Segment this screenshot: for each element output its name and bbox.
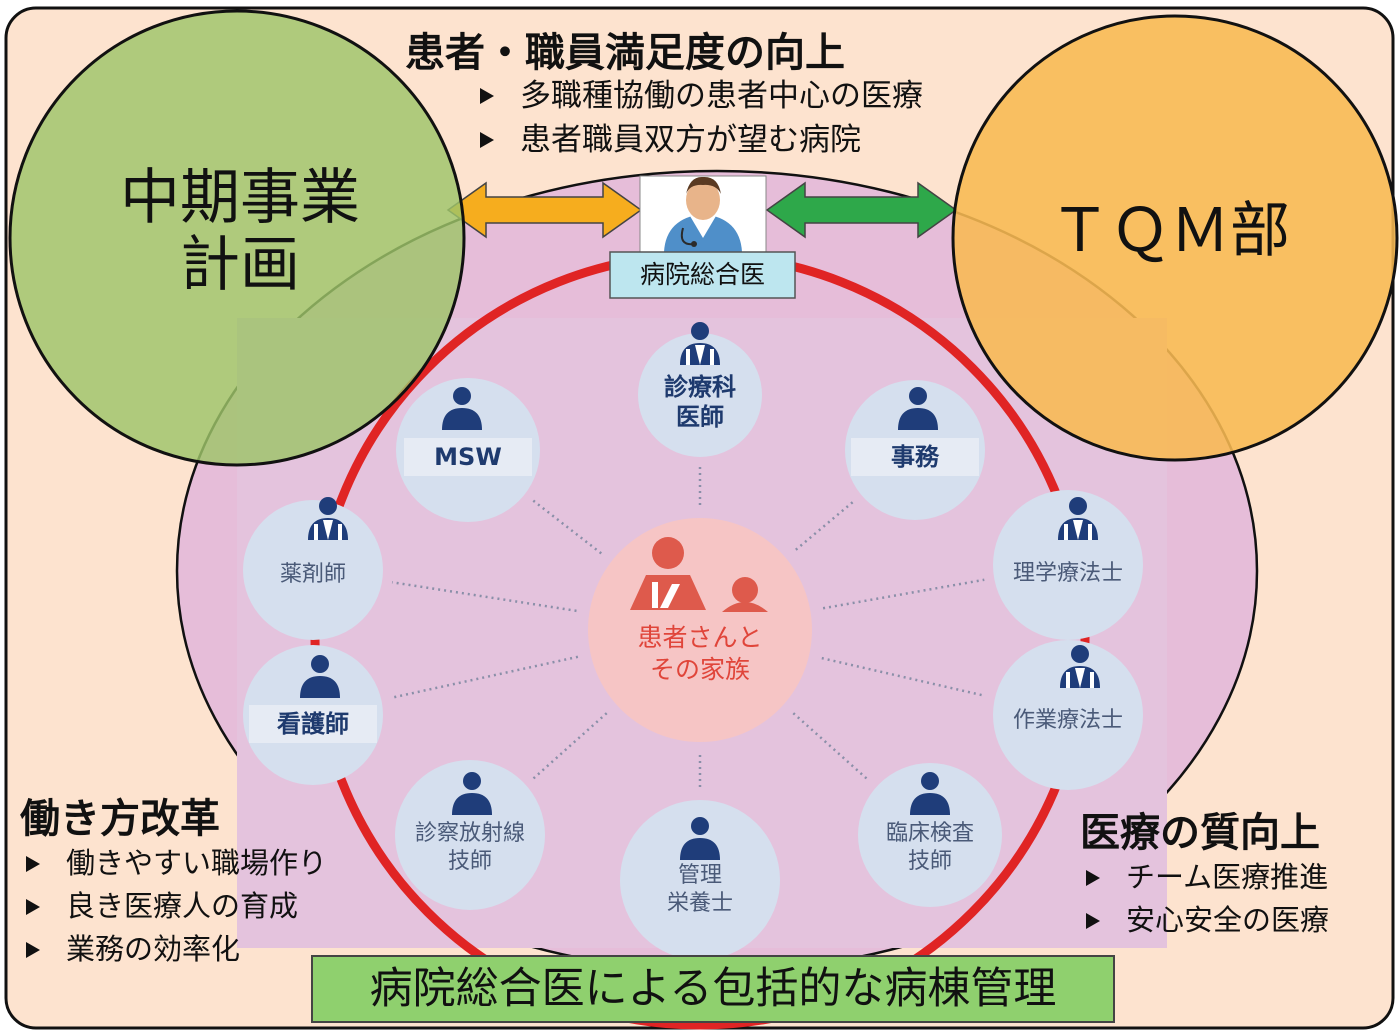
team-node-label-line: 看護師 — [223, 705, 403, 743]
team-node-label-msw: MSW — [378, 438, 558, 476]
work-reform-bullet-item: 業務の効率化 — [26, 928, 327, 971]
connector-lines — [390, 467, 986, 790]
quality-bullet-item: チーム医療推進 — [1086, 856, 1329, 899]
team-node-label-line: 技師 — [907, 848, 952, 874]
team-node-label-shinryoka: 診療科医師 — [610, 372, 790, 432]
tqm-label: ＴＱＭ部 — [1050, 196, 1290, 266]
team-node-label-line: 栄養士 — [666, 890, 733, 916]
person-icon — [910, 772, 950, 815]
team-node-label-jimu: 事務 — [825, 438, 1005, 476]
quality-bullet-item: 安心安全の医療 — [1086, 899, 1329, 942]
top-bullet-item: 多職種協働の患者中心の医療 — [480, 74, 923, 118]
quality-title: 医療の質向上 — [1080, 810, 1320, 856]
top-bullets: 多職種協働の患者中心の医療 患者職員双方が望む病院 — [480, 74, 923, 162]
bullet-arrow-icon — [1086, 869, 1100, 886]
mid-term-plan-line2: 計画 — [180, 230, 300, 301]
bullet-arrow-icon — [480, 132, 494, 148]
team-node-label-rinsho: 臨床検査技師 — [840, 820, 1020, 875]
team-node-label-hoshasen: 診察放射線技師 — [380, 820, 560, 875]
patient-family-label: 患者さんと その家族 — [600, 622, 800, 686]
team-node-label-yakuzai: 薬剤師 — [223, 561, 403, 589]
team-node-label-line: 薬剤師 — [279, 562, 346, 587]
team-nodes — [243, 322, 1143, 960]
team-node-label-line: 診療科 — [664, 373, 736, 401]
connector-line — [391, 581, 577, 613]
team-node-label-line: 理学療法士 — [1012, 561, 1123, 586]
doctor-coat-icon — [680, 322, 720, 365]
quality-bullet-text: 安心安全の医療 — [1126, 903, 1330, 937]
tqm-circle — [951, 14, 1399, 462]
patient-family-circle — [588, 518, 812, 742]
team-node-circle — [620, 800, 780, 960]
top-bullet-item: 患者職員双方が望む病院 — [480, 118, 923, 162]
connector-line — [532, 499, 603, 555]
person-icon — [898, 387, 938, 430]
bullet-arrow-icon — [1086, 912, 1100, 929]
team-node-label-rigaku: 理学療法士 — [978, 560, 1158, 588]
banner-text: 病院総合医による包括的な病棟管理 — [369, 964, 1057, 1014]
team-node-label-line: 事務 — [825, 438, 1005, 476]
therapist-icon — [1060, 645, 1100, 688]
team-node-label-tag: 事務 — [851, 438, 979, 476]
team-node-label-line: 作業療法士 — [1012, 708, 1123, 733]
bullet-arrow-icon — [26, 855, 40, 872]
team-node-label-eiyo: 管理栄養士 — [610, 862, 790, 917]
work-reform-bullet-text: 業務の効率化 — [66, 932, 241, 966]
team-node-circle — [993, 640, 1143, 790]
bullet-arrow-icon — [26, 941, 40, 958]
person-icon — [300, 655, 340, 698]
team-node-label-tag: 看護師 — [249, 705, 377, 743]
person-icon — [452, 772, 492, 815]
connector-line — [795, 500, 855, 551]
doctor-avatar-icon — [639, 175, 767, 253]
patient-family-icon — [630, 537, 768, 612]
team-node-circle — [243, 500, 383, 640]
banner-box — [311, 955, 1115, 1023]
patient-family-line1: 患者さんと — [637, 623, 763, 652]
connector-line — [532, 712, 608, 780]
work-reform-bullet-text: 良き医療人の育成 — [66, 889, 299, 923]
team-node-circle — [993, 490, 1143, 640]
team-node-label-kango: 看護師 — [223, 705, 403, 743]
team-node-label-line: 臨床検査 — [885, 821, 974, 846]
team-node-label-line: 診察放射線 — [414, 821, 525, 846]
team-node-label-sagyo: 作業療法士 — [978, 707, 1158, 735]
connector-line — [390, 655, 579, 700]
quality-bullet-text: チーム医療推進 — [1126, 860, 1329, 894]
work-reform-bullet-text: 働きやすい職場作り — [66, 846, 328, 880]
therapist-icon — [1058, 497, 1098, 540]
team-node-label-line: 医師 — [676, 403, 724, 431]
top-bullet-text: 多職種協働の患者中心の医療 — [520, 78, 923, 114]
person-icon — [442, 387, 482, 430]
team-node-circle — [638, 333, 762, 457]
connector-line — [821, 656, 986, 698]
doctor-label-box — [609, 251, 796, 299]
doctor-label: 病院総合医 — [639, 260, 765, 289]
bullet-arrow-icon — [26, 898, 40, 915]
team-node-circle — [395, 760, 545, 910]
work-reform-bullet-item: 働きやすい職場作り — [26, 842, 327, 885]
mid-term-plan-line1: 中期事業 — [120, 163, 360, 233]
person-icon — [680, 817, 720, 860]
connector-line — [792, 712, 870, 782]
mid-term-plan-label: 中期事業 計画 — [60, 163, 420, 301]
work-reform-title: 働き方改革 — [20, 796, 220, 842]
team-node-circle — [858, 763, 1002, 907]
mid-term-plan-circle — [8, 9, 466, 467]
team-node-label-line: 技師 — [447, 848, 492, 874]
team-node-label-line: MSW — [378, 438, 558, 476]
pharmacist-coat-icon — [308, 497, 348, 540]
bullet-arrow-icon — [480, 88, 494, 104]
team-node-label-tag: MSW — [404, 438, 532, 476]
quality-bullets: チーム医療推進 安心安全の医療 — [1086, 856, 1329, 942]
work-reform-bullets: 働きやすい職場作り 良き医療人の育成 業務の効率化 — [26, 842, 327, 971]
patient-family-line2: その家族 — [649, 655, 750, 684]
work-reform-bullet-item: 良き医療人の育成 — [26, 885, 327, 928]
top-bullet-text: 患者職員双方が望む病院 — [520, 122, 861, 158]
top-title: 患者・職員満足度の向上 — [405, 30, 845, 76]
team-node-label-line: 管理 — [677, 863, 722, 888]
